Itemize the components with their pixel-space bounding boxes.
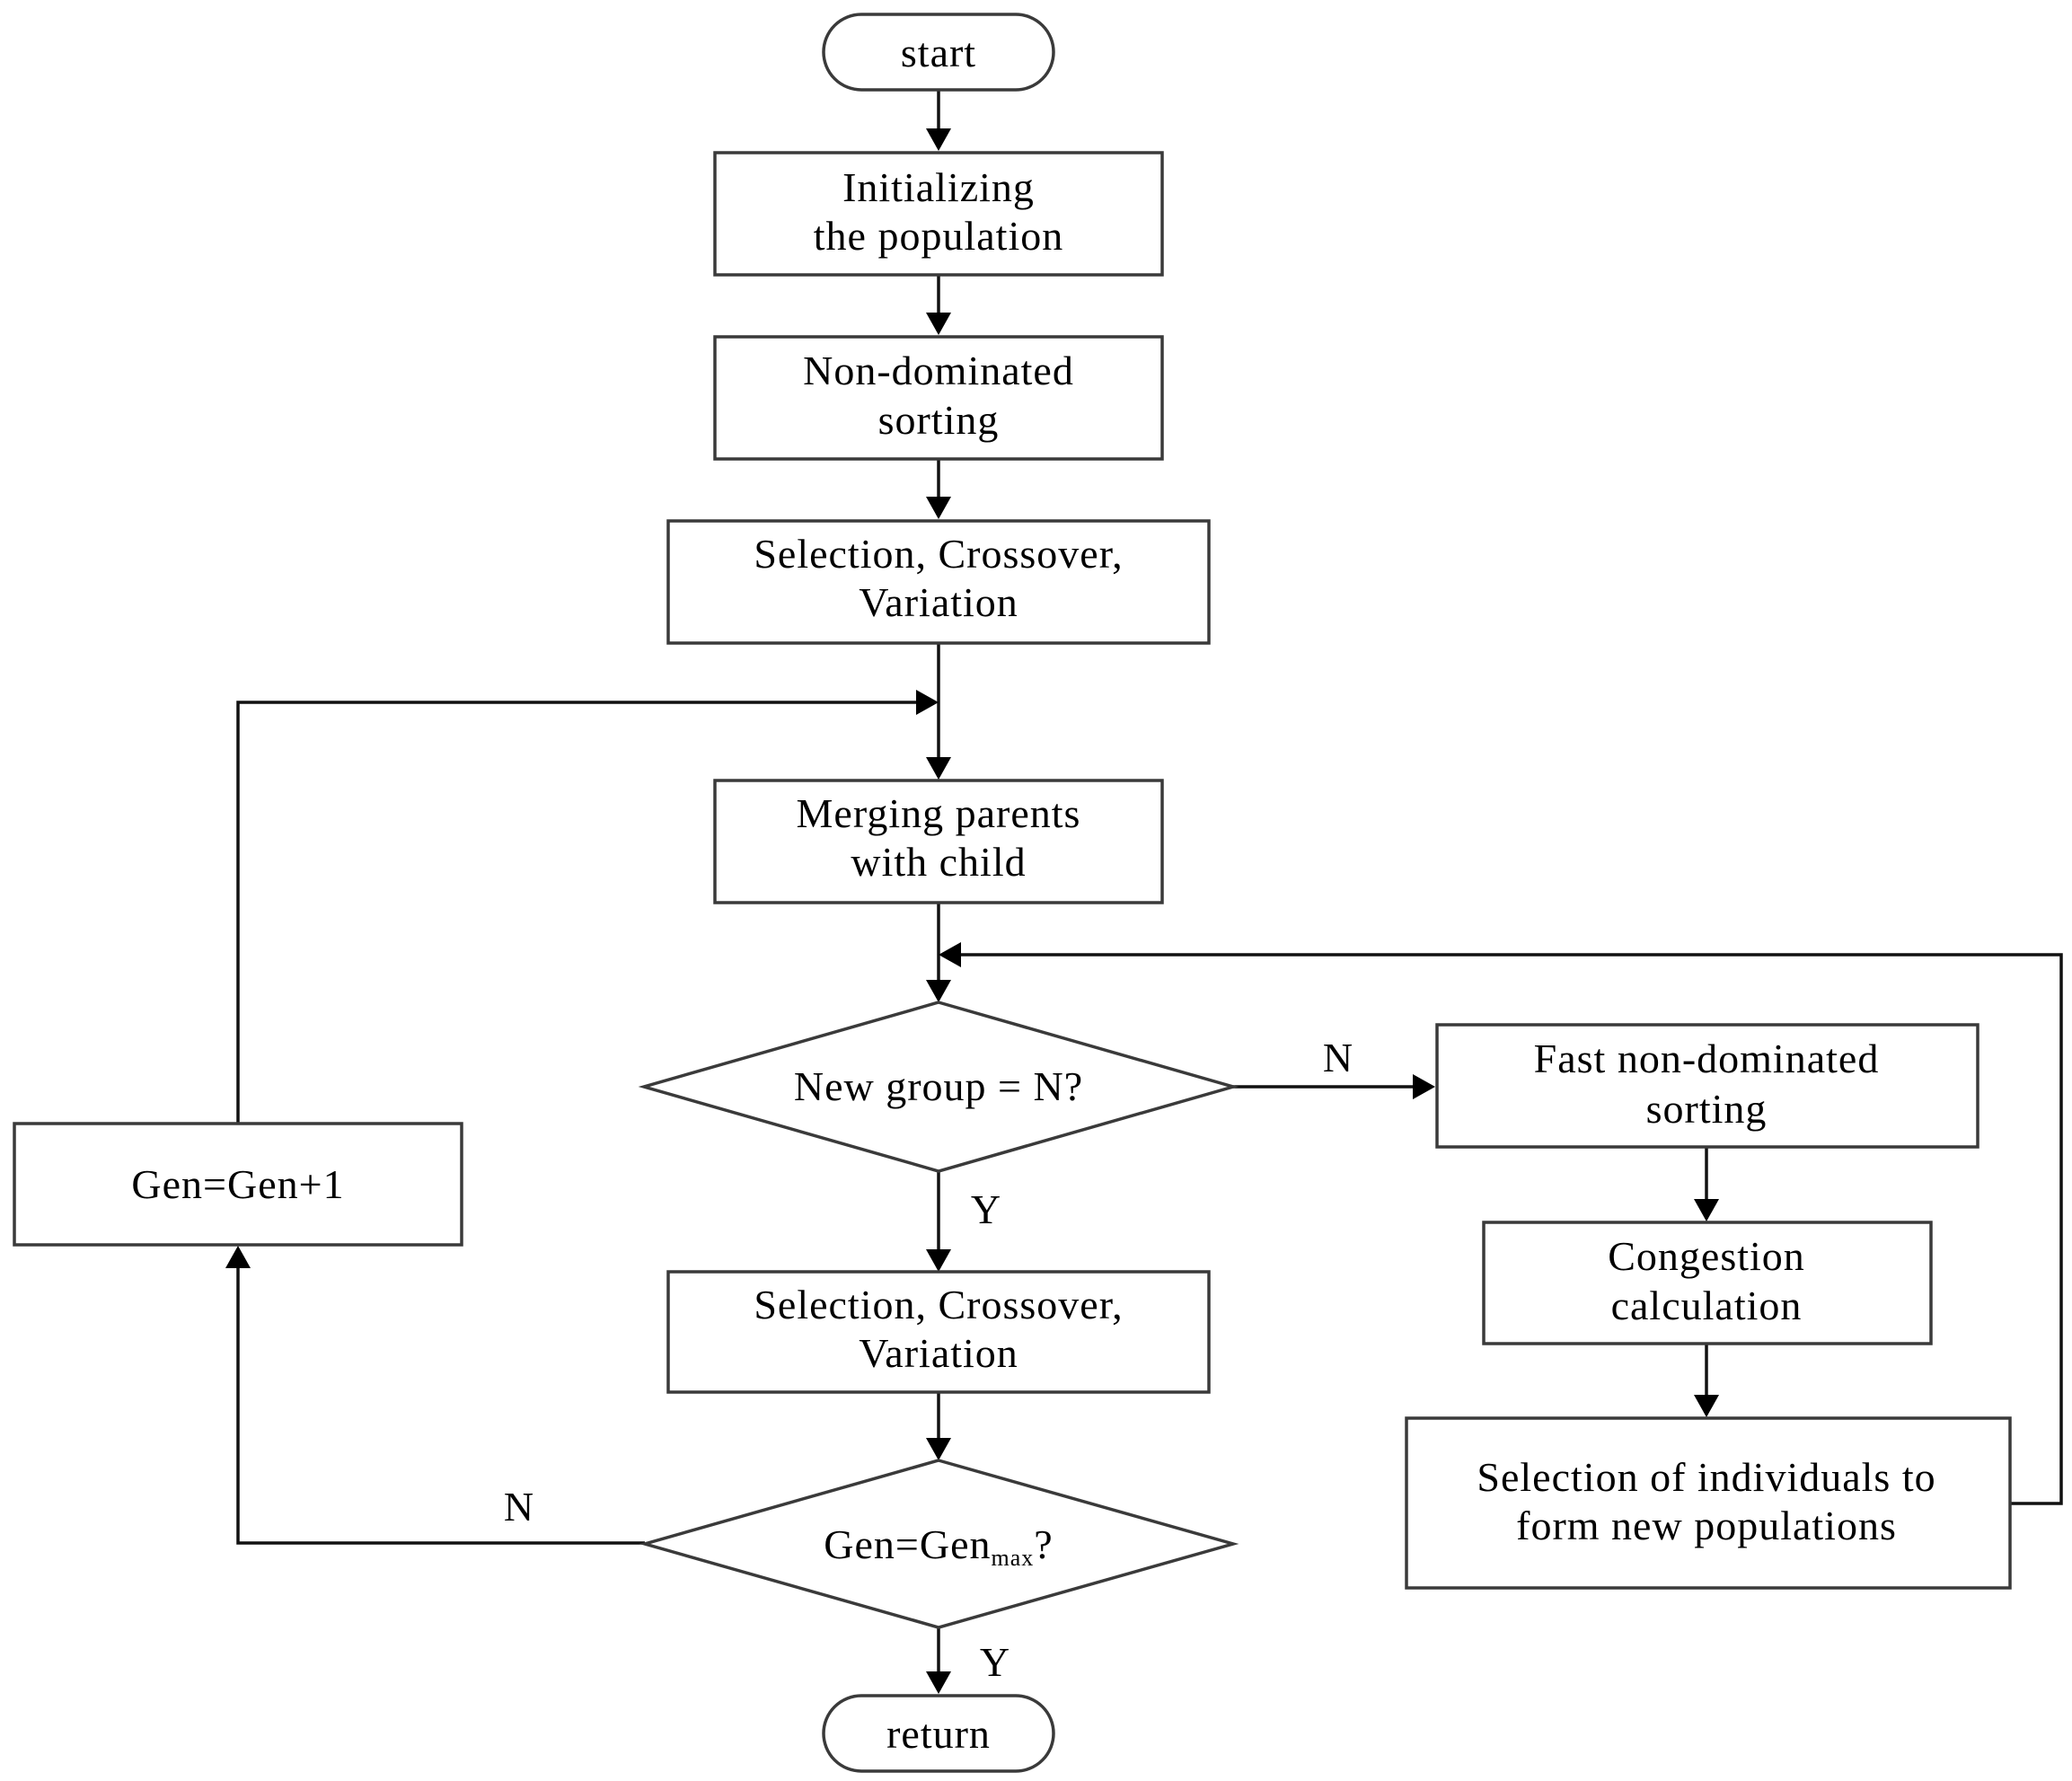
gen-max-tail: ? <box>1034 1521 1053 1567</box>
arrowhead-selind-loop <box>939 942 961 967</box>
initialize-population-box: Initializing the population <box>713 151 1164 277</box>
gen-max-main: Gen=Gen <box>824 1521 991 1567</box>
start-label: start <box>901 30 976 75</box>
connectors <box>225 90 2063 1694</box>
start-terminal: start <box>822 13 1055 92</box>
arrowhead-sel2 <box>926 1249 951 1272</box>
non-dominated-line-2: sorting <box>878 397 1000 443</box>
selection-2-line-1: Selection, Crossover, <box>754 1282 1123 1327</box>
selection-1-line-2: Variation <box>859 579 1018 625</box>
gen-max-no-label: N <box>504 1484 534 1530</box>
arrowhead-selind <box>1694 1395 1719 1417</box>
selection-2-line-2: Variation <box>859 1330 1018 1376</box>
gen-increment-label: Gen=Gen+1 <box>131 1161 344 1207</box>
initialize-line-2: the population <box>814 213 1063 259</box>
arrowhead-init <box>926 128 951 151</box>
arrowhead-geninc-loop <box>916 690 939 715</box>
arrowhead-fast <box>1413 1074 1435 1099</box>
congestion-calculation-box: Congestion calculation <box>1482 1221 1933 1345</box>
fast-non-dominated-sorting-box: Fast non-dominated sorting <box>1435 1023 1979 1149</box>
fast-sorting-line-1: Fast non-dominated <box>1534 1036 1880 1081</box>
return-terminal: return <box>822 1694 1055 1773</box>
gen-max-yes-label: Y <box>980 1639 1010 1685</box>
selection-of-individuals-box: Selection of individuals to form new pop… <box>1405 1416 2012 1590</box>
arrowhead-return <box>926 1671 951 1694</box>
selection-1-line-1: Selection, Crossover, <box>754 531 1123 577</box>
arrowhead-gencheck <box>926 1438 951 1460</box>
gen-increment-box: Gen=Gen+1 <box>13 1122 463 1247</box>
initialize-line-1: Initializing <box>842 164 1035 210</box>
new-group-yes-label: Y <box>971 1186 1001 1232</box>
non-dominated-line-1: Non-dominated <box>803 348 1074 393</box>
selection-crossover-box-1: Selection, Crossover, Variation <box>666 519 1211 645</box>
arrowhead-sel1 <box>926 497 951 519</box>
new-group-label: New group = N? <box>794 1063 1083 1109</box>
arrowhead-nondom <box>926 313 951 335</box>
edge-selind-loop <box>952 953 2063 1505</box>
gen-max-decision: Gen=Genmax? <box>639 1459 1239 1629</box>
edge-gencheck-geninc <box>236 1262 645 1545</box>
arrowhead-congestion <box>1694 1199 1719 1221</box>
arrowhead-merge <box>926 757 951 780</box>
merging-line-1: Merging parents <box>797 790 1081 836</box>
return-label: return <box>886 1711 991 1757</box>
congestion-line-1: Congestion <box>1608 1233 1805 1279</box>
gen-max-subscript: max <box>992 1545 1035 1571</box>
gen-max-label: Gen=Genmax? <box>824 1521 1053 1571</box>
non-dominated-sorting-box: Non-dominated sorting <box>713 335 1164 461</box>
new-group-no-label: N <box>1323 1035 1353 1080</box>
congestion-line-2: calculation <box>1611 1283 1803 1328</box>
new-group-decision: New group = N? <box>638 1001 1239 1173</box>
arrowhead-geninc <box>225 1246 251 1268</box>
selection-individuals-line-2: form new populations <box>1516 1503 1897 1548</box>
selection-crossover-box-2: Selection, Crossover, Variation <box>666 1270 1211 1394</box>
merging-parents-box: Merging parents with child <box>713 779 1164 904</box>
fast-sorting-line-2: sorting <box>1646 1086 1768 1132</box>
selection-individuals-line-1: Selection of individuals to <box>1477 1454 1935 1500</box>
merging-line-2: with child <box>851 839 1026 885</box>
edge-geninc-loop <box>236 701 925 1124</box>
arrowhead-newgroup <box>926 980 951 1002</box>
